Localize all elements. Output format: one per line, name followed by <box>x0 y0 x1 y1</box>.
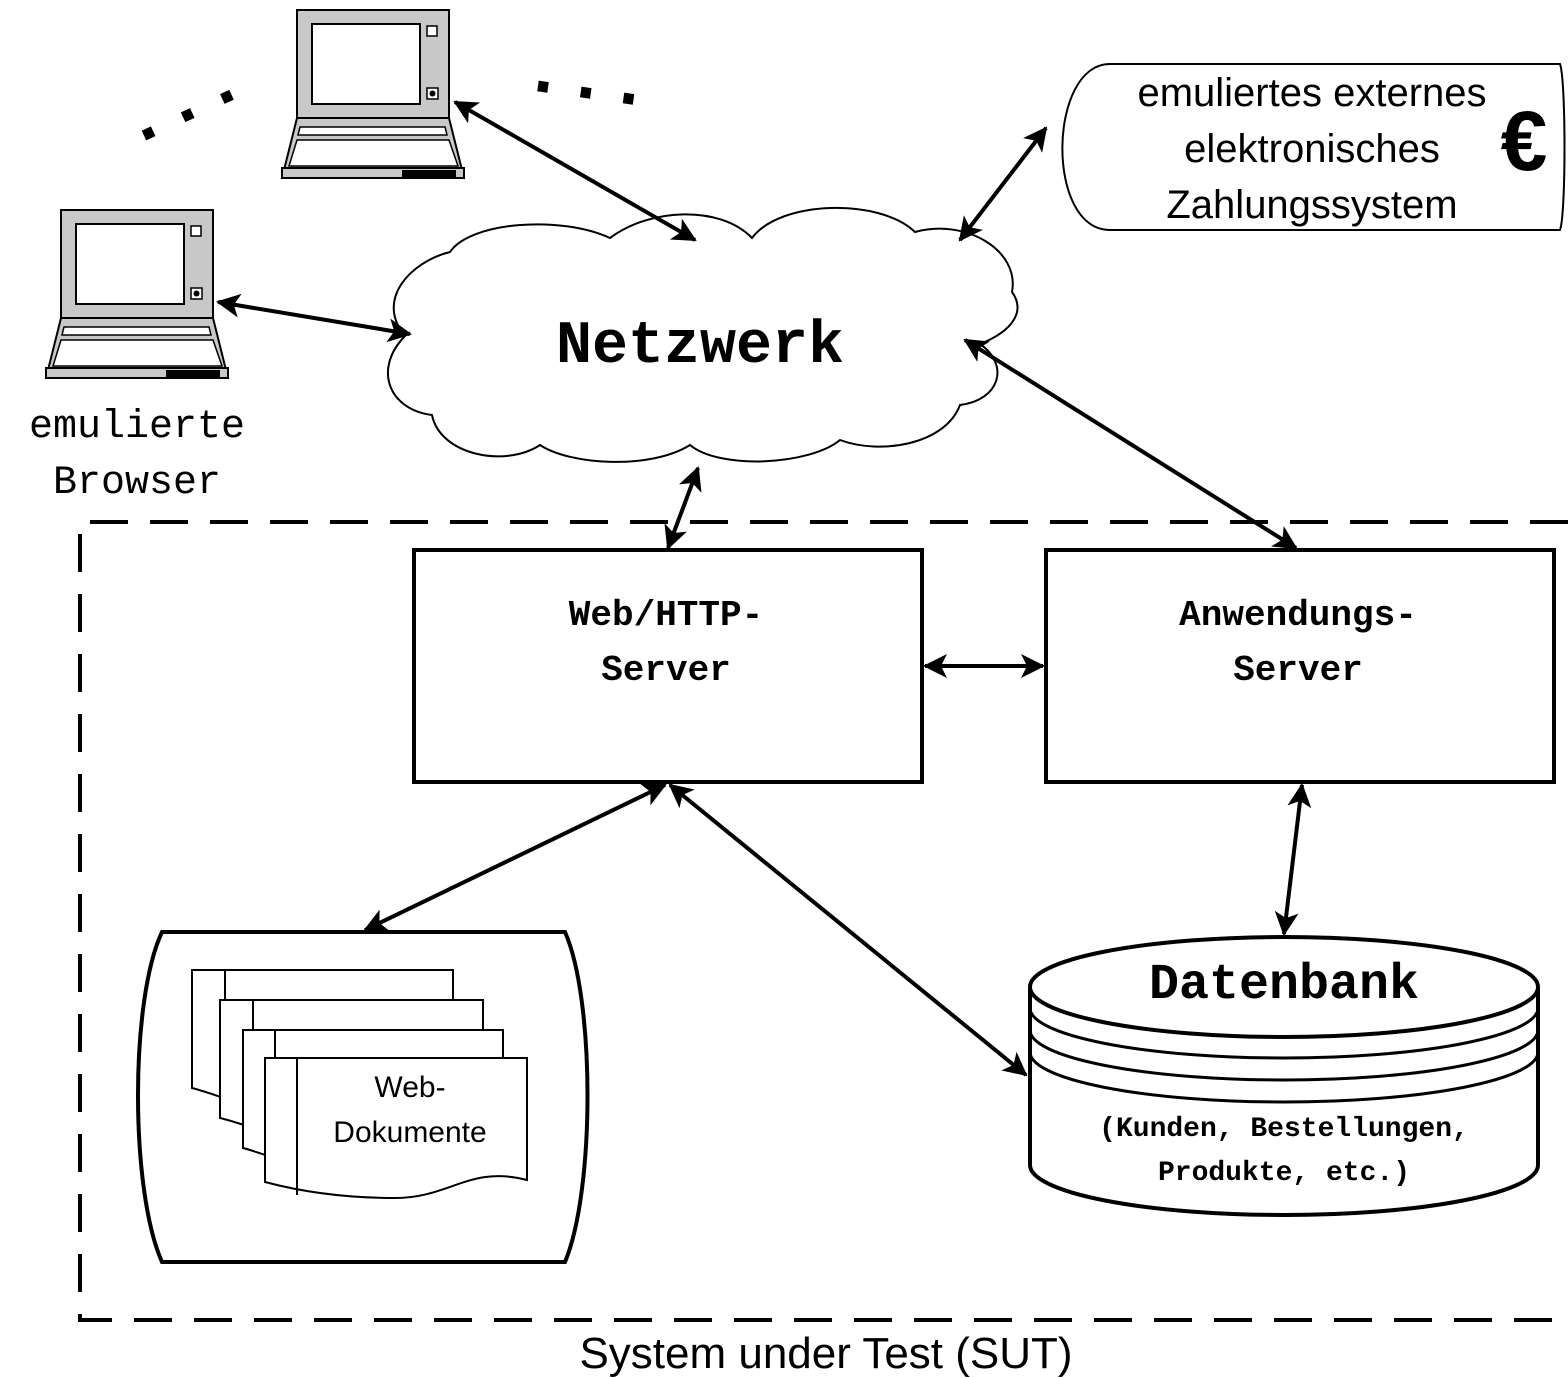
link-network-appserver <box>963 338 1298 550</box>
web-server-line1: Web/HTTP- <box>569 595 763 636</box>
sut-boundary <box>78 520 1568 1322</box>
app-server-box <box>1044 548 1556 784</box>
ellipsis-right: ... <box>518 30 658 129</box>
database-title: Datenbank <box>1149 957 1419 1014</box>
link-network-webserver <box>664 466 702 550</box>
browsers-label-line1: emulierte <box>29 405 245 450</box>
laptop-icon-top <box>281 9 465 179</box>
payment-line2: elektronisches <box>1184 127 1440 171</box>
ellipsis-left: ... <box>106 38 258 167</box>
browsers-label-line2: Browser <box>53 461 221 506</box>
link-webserver-database <box>668 783 1028 1077</box>
euro-icon: € <box>1501 94 1548 188</box>
payment-system-box <box>1061 63 1566 231</box>
link-laptop-top-network <box>453 100 697 242</box>
web-server-box <box>412 548 924 784</box>
link-network-payment <box>958 126 1048 242</box>
link-webserver-webdocs <box>363 783 667 932</box>
web-docs-line2: Dokumente <box>333 1116 486 1149</box>
link-laptop-left-network <box>216 293 412 343</box>
laptop-icon-left <box>45 209 229 379</box>
sut-label: System under Test (SUT) <box>579 1329 1072 1378</box>
web-docs-line1: Web- <box>374 1071 445 1104</box>
web-server-line2: Server <box>601 650 731 691</box>
payment-line3: Zahlungssystem <box>1166 183 1457 227</box>
database-line2: Produkte, etc.) <box>1158 1158 1410 1189</box>
payment-line1: emuliertes externes <box>1137 71 1486 115</box>
link-appserver-database <box>1274 783 1312 936</box>
documents-icon <box>191 969 528 1200</box>
database-line1: (Kunden, Bestellungen, <box>1099 1114 1469 1145</box>
app-server-line1: Anwendungs- <box>1179 595 1417 636</box>
network-label: Netzwerk <box>556 313 844 381</box>
database-cylinder <box>1028 935 1540 1217</box>
app-server-line2: Server <box>1233 650 1363 691</box>
